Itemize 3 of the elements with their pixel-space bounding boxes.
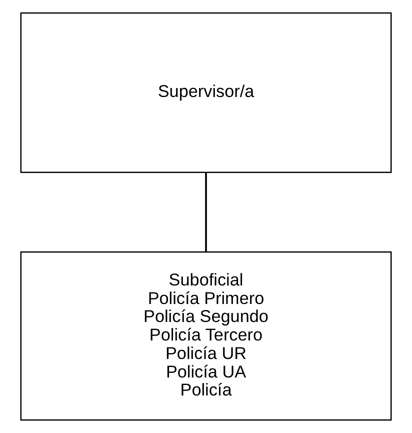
node-box: Supervisor/a (20, 12, 392, 173)
connector (205, 172, 207, 252)
node-box: Suboficial Policía Primero Policía Segundo Policía Tercero Policía UR Policía UA Policía (20, 251, 392, 421)
